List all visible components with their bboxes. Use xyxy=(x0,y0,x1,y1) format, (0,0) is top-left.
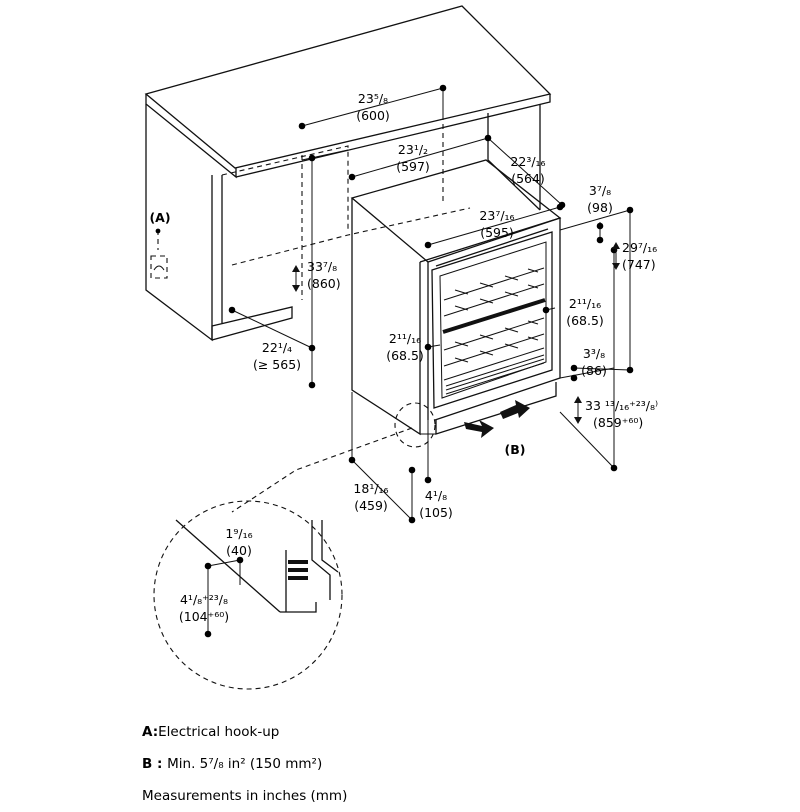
plinth-height-mm: (104⁺⁶⁰) xyxy=(179,609,229,624)
legend-text: Min. 5⁷/₈ in² (150 mm²) xyxy=(167,756,323,772)
counter-width-mm: (600) xyxy=(356,108,390,123)
vent-depth-mm: (40) xyxy=(226,543,252,558)
unit-height-in: 33 ¹³/₁₆⁺²³/₈⁾ xyxy=(585,398,658,413)
electrical-hookup-icon xyxy=(150,228,168,279)
door-margin-left-in: 2¹¹/₁₆ xyxy=(389,331,421,346)
legend-key: B xyxy=(142,756,153,772)
door-height-in: 29⁷/₁₆ xyxy=(622,240,657,255)
detail-zoom xyxy=(153,500,343,690)
legend-sep: : xyxy=(152,724,159,740)
vertical-arrows xyxy=(292,242,620,424)
legend: A:Electrical hook-up B : Min. 5⁷/₈ in² (… xyxy=(142,716,347,812)
unit-height-mm: (859⁺⁶⁰) xyxy=(593,415,643,430)
marker-a: (A) xyxy=(149,210,170,225)
legend-row-units: Measurements in inches (mm) xyxy=(142,780,347,812)
legend-row-b: B : Min. 5⁷/₈ in² (150 mm²) xyxy=(142,748,347,780)
plinth-height-in: 4¹/₈⁺²³/₈ xyxy=(180,592,228,607)
toe-kick-in: 4¹/₈ xyxy=(425,488,447,503)
wine-cooler xyxy=(350,159,562,436)
legend-sep: : xyxy=(152,756,168,772)
niche-width-in: 23¹/₂ xyxy=(398,142,428,157)
legend-text: Measurements in inches (mm) xyxy=(142,788,348,804)
legend-key: A xyxy=(142,724,153,740)
min-depth-mm: (≥ 565) xyxy=(253,357,301,372)
bottom-offset-mm: (86) xyxy=(581,363,607,378)
niche-depth-mm: (564) xyxy=(511,171,545,186)
min-depth-in: 22¹/₄ xyxy=(262,340,292,355)
depth-body-mm: (459) xyxy=(354,498,388,513)
counter-width-in: 23⁵/₈ xyxy=(358,91,388,106)
legend-row-a: A:Electrical hook-up xyxy=(142,716,347,748)
niche-height-in: 33⁷/₈ xyxy=(307,259,337,274)
dimension-labels: 23⁵/₈ (600) 23¹/₂ (597) 22³/₁₆ (564) 23⁷… xyxy=(149,91,658,624)
dimension-dots xyxy=(228,84,634,524)
unit-width-in: 23⁷/₁₆ xyxy=(479,208,514,223)
top-offset-in: 3⁷/₈ xyxy=(589,183,611,198)
marker-b: (B) xyxy=(505,442,526,457)
bottom-offset-in: 3³/₈ xyxy=(583,346,605,361)
cabinet-outline xyxy=(144,5,552,342)
toe-kick-mm: (105) xyxy=(419,505,453,520)
airflow-arrows xyxy=(464,400,530,438)
niche-width-mm: (597) xyxy=(396,159,430,174)
niche-height-mm: (860) xyxy=(307,276,341,291)
unit-width-mm: (595) xyxy=(480,225,514,240)
door-margin-right-mm: (68.5) xyxy=(566,313,604,328)
door-margin-right-in: 2¹¹/₁₆ xyxy=(569,296,601,311)
door-margin-left-mm: (68.5) xyxy=(386,348,424,363)
niche-depth-in: 22³/₁₆ xyxy=(510,154,545,169)
vent-depth-in: 1⁹/₁₆ xyxy=(225,526,252,541)
top-offset-mm: (98) xyxy=(587,200,613,215)
depth-body-in: 18¹/₁₆ xyxy=(353,481,388,496)
door-height-mm: (747) xyxy=(622,257,656,272)
legend-text: Electrical hook-up xyxy=(158,724,280,740)
